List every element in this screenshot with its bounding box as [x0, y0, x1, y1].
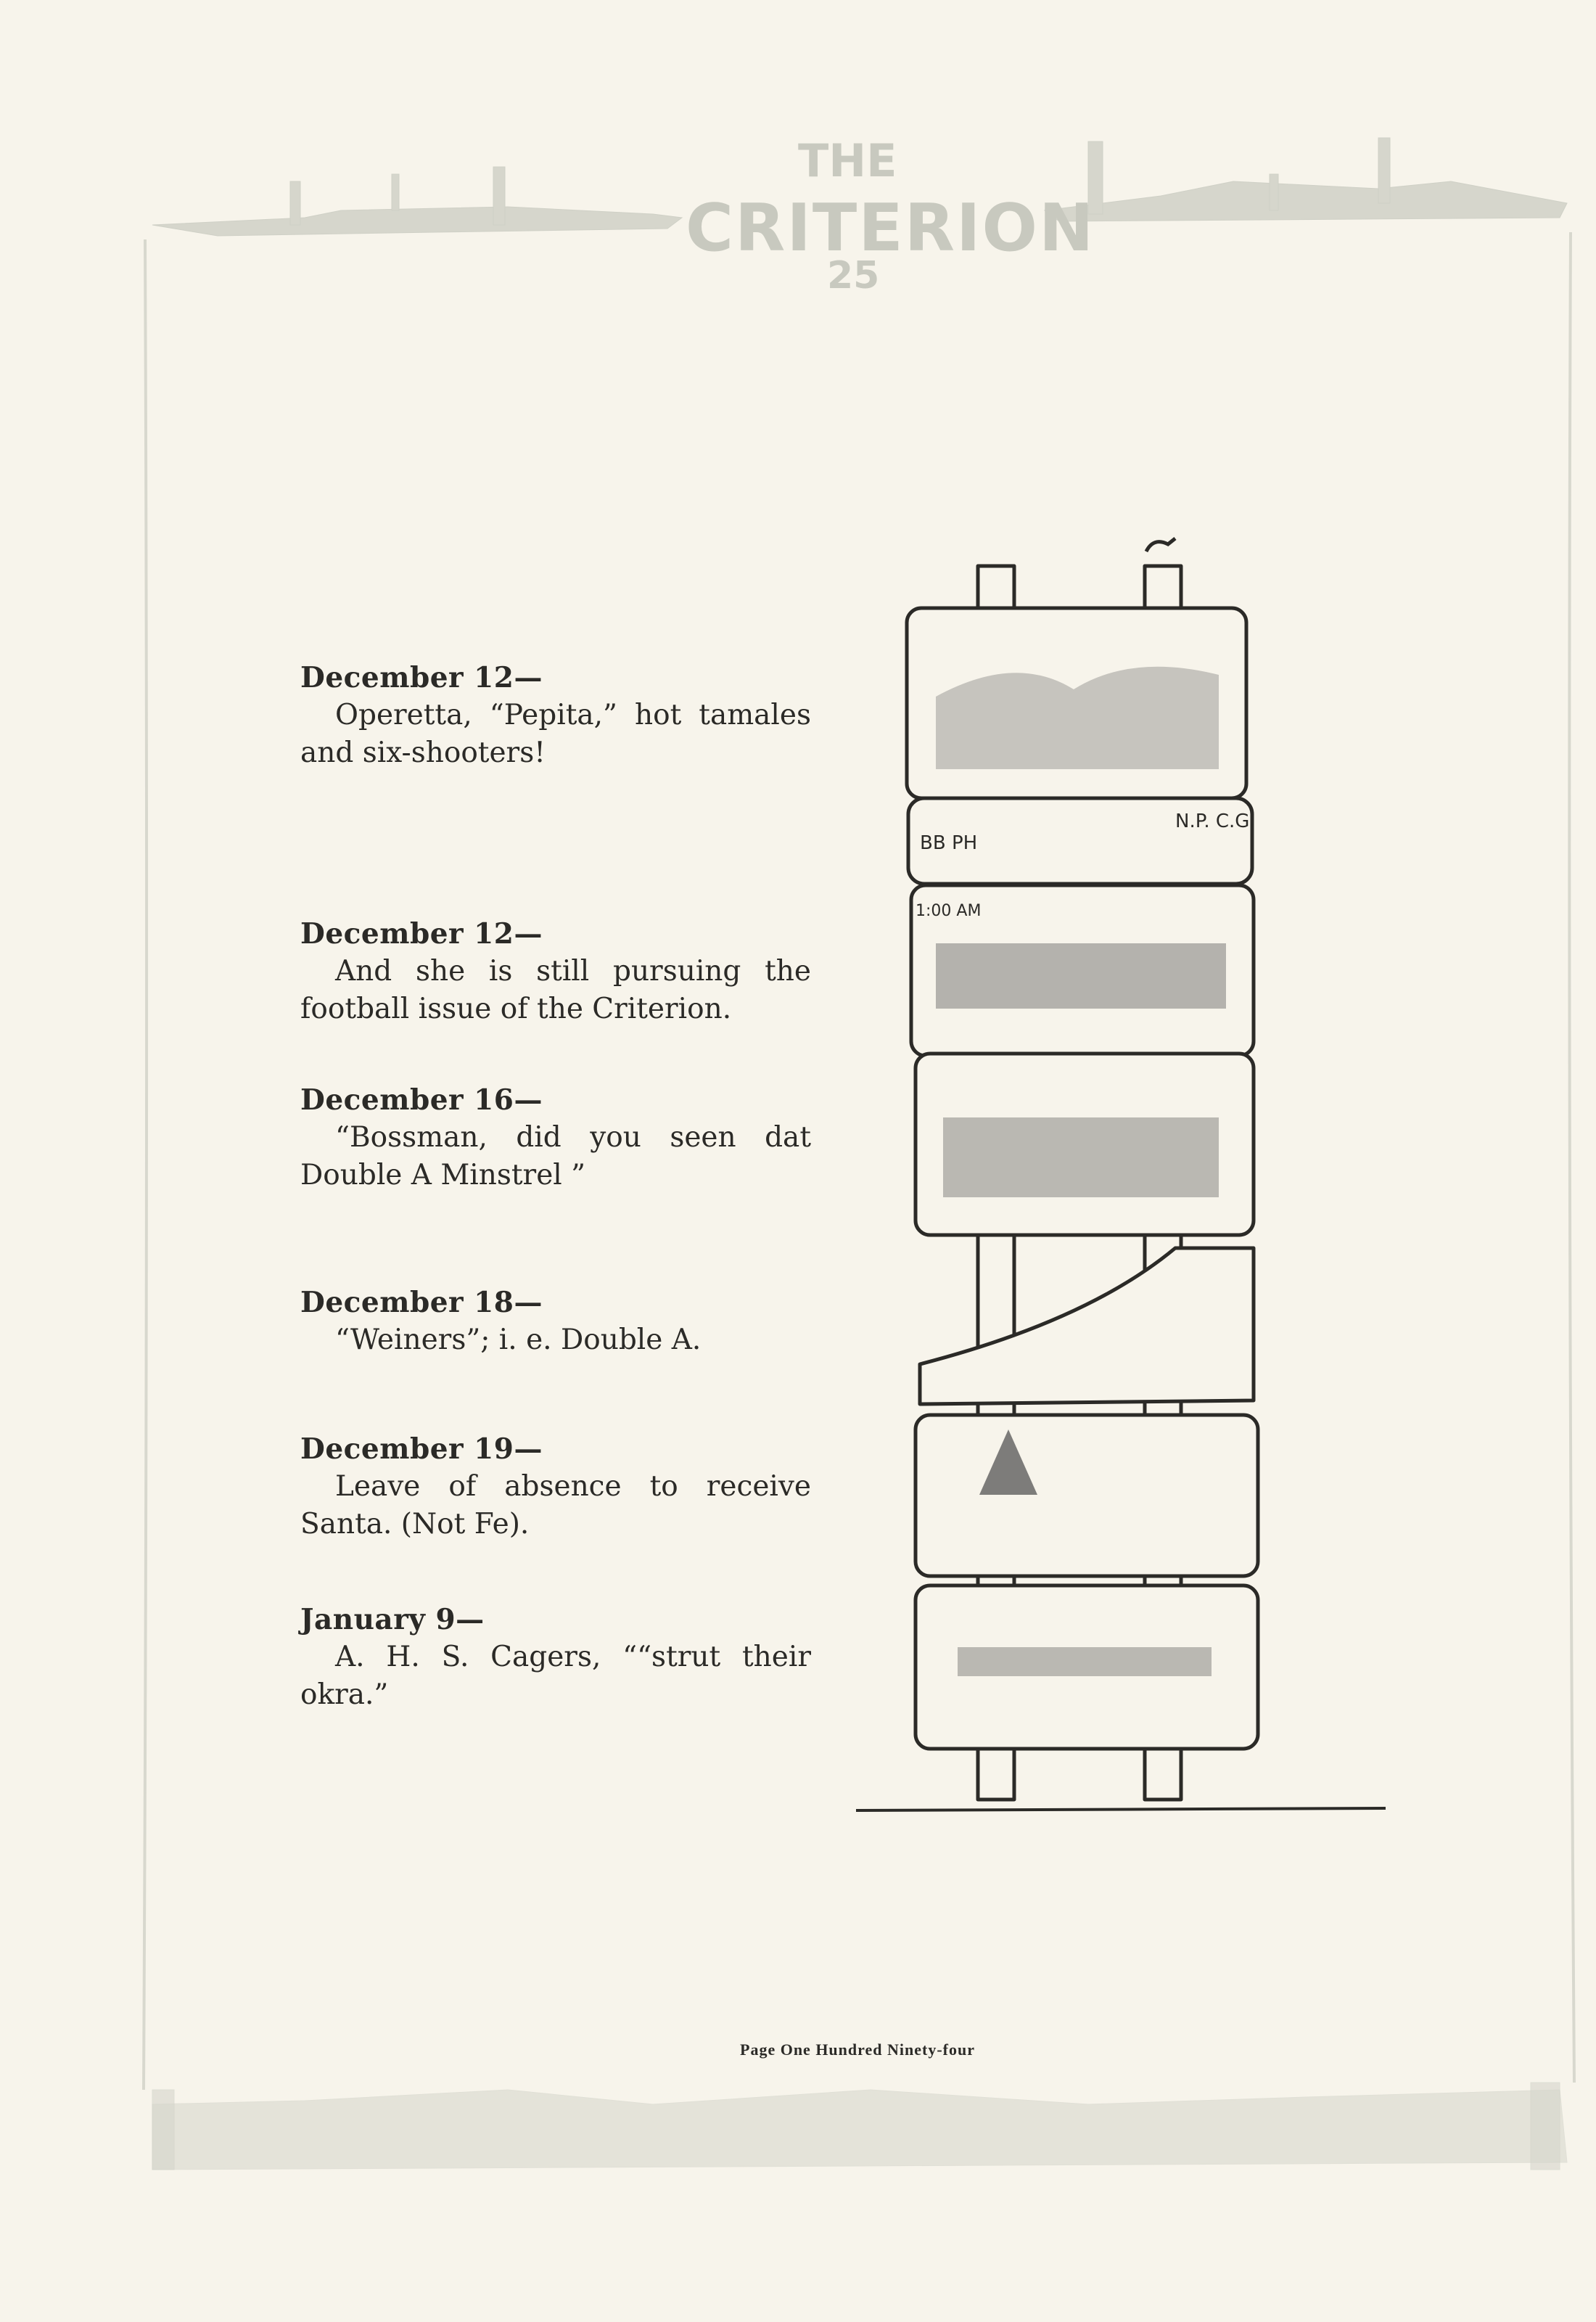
sign-label-initials: BB PH	[920, 832, 977, 854]
entry-date: January 9—	[300, 1603, 485, 1636]
bird-icon	[1144, 537, 1177, 553]
top-left-skyline	[152, 206, 683, 237]
entry-date: December 18—	[300, 1286, 543, 1319]
sign-label-time: 1:00 AM	[916, 902, 981, 920]
entry-text: Operetta, “Pepita,” hot tamales and six-…	[300, 699, 811, 769]
sign-panel-minstrel	[913, 1051, 1256, 1237]
entry-date: December 12—	[300, 661, 543, 694]
calendar-entry: December 19— Leave of absence to receive…	[300, 1430, 811, 1543]
entry-date: December 12—	[300, 917, 543, 951]
sign-label-np: N.P. C.G.	[1175, 811, 1256, 832]
entry-date: December 16—	[300, 1083, 543, 1117]
logo-criterion: CRITERION	[686, 190, 1095, 266]
ground-line	[855, 1807, 1386, 1812]
calendar-entry: December 12— Operetta, “Pepita,” hot tam…	[300, 659, 811, 772]
calendar-entry: December 12— And she is still pursuing t…	[300, 915, 811, 1028]
entry-date: December 19—	[300, 1432, 543, 1466]
sign-panel-basketball	[913, 1583, 1260, 1751]
sign-panel-christmas	[913, 1413, 1260, 1578]
calendar-entry: December 16— “Bossman, did you seen dat …	[300, 1081, 811, 1194]
entry-text: And she is still pursuing the football i…	[300, 955, 811, 1025]
entry-text: A. H. S. Cagers, ““strut their okra.”	[300, 1641, 811, 1711]
entry-text: Leave of absence to receive Santa. (Not …	[300, 1470, 811, 1541]
page-number: Page One Hundred Ninety-four	[740, 2040, 975, 2059]
sign-panel-weiners	[918, 1246, 1256, 1406]
logo-the: THE	[798, 134, 897, 187]
entry-text: “Bossman, did you seen dat Double A Mins…	[300, 1121, 811, 1191]
top-right-skyline	[1043, 181, 1568, 222]
logo-year: 25	[827, 254, 880, 298]
calendar-entry: December 18— “Weiners”; i. e. Double A.	[300, 1284, 811, 1359]
bottom-skyline	[152, 2089, 1568, 2170]
entry-text: “Weiners”; i. e. Double A.	[335, 1324, 702, 1356]
calendar-entry: January 9— A. H. S. Cagers, ““strut thei…	[300, 1601, 811, 1714]
